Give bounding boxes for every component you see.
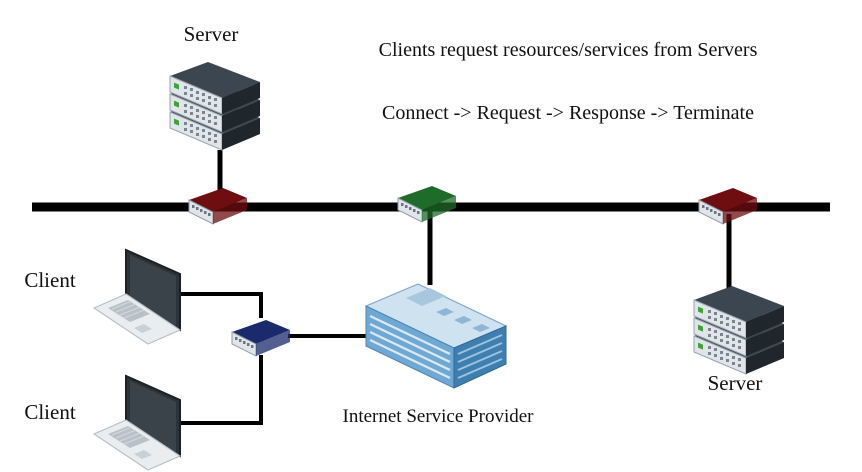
office-building-icon: [364, 283, 508, 389]
client-bottom-link: [176, 355, 263, 425]
server-icon: [693, 285, 785, 375]
server-top-label: Server: [184, 22, 239, 46]
client-bottom-label: Client: [24, 400, 75, 424]
network-switch-icon: [188, 187, 248, 225]
network-switch-icon: [231, 319, 291, 357]
diagram-caption-line1: Clients request resources/services from …: [379, 39, 758, 61]
isp-label: Internet Service Provider: [343, 406, 535, 427]
network-switch-icon: [698, 187, 758, 225]
laptop-icon: [93, 375, 181, 471]
network-switch-icon: [397, 185, 457, 223]
diagram-caption-line2: Connect -> Request -> Response -> Termin…: [382, 102, 754, 124]
laptop-icon: [93, 249, 181, 345]
client-top-link: [176, 292, 263, 318]
server-right-label: Server: [708, 371, 763, 395]
client-top-label: Client: [24, 268, 75, 292]
server-icon: [169, 61, 261, 151]
